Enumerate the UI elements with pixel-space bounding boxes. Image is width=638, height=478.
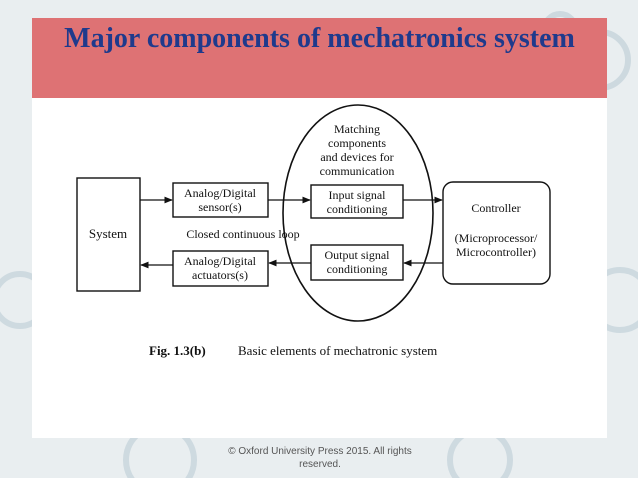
input-label-line2: conditioning bbox=[327, 202, 388, 216]
input-label-line1: Input signal bbox=[329, 188, 387, 202]
closed-loop-label: Closed continuous loop bbox=[186, 227, 299, 241]
matching-label-line3: and devices for bbox=[320, 150, 393, 164]
output-label-line2: conditioning bbox=[327, 262, 388, 276]
system-box bbox=[76, 177, 141, 292]
controller-label-line3: Microcontroller) bbox=[456, 245, 536, 259]
sensor-box bbox=[172, 182, 269, 218]
controller-box bbox=[442, 181, 551, 285]
sensor-label-line2: sensor(s) bbox=[198, 200, 241, 214]
actuator-label-line2: actuators(s) bbox=[192, 268, 248, 282]
actuator-label-line1: Analog/Digital bbox=[184, 254, 257, 268]
slide-title: Major components of mechatronics system bbox=[64, 23, 575, 54]
system-label: System bbox=[89, 226, 127, 241]
controller-label-line2: (Microprocessor/ bbox=[455, 231, 538, 245]
matching-label-line1: Matching bbox=[334, 122, 380, 136]
output-label-line1: Output signal bbox=[325, 248, 391, 262]
copyright-footer: © Oxford University Press 2015. All righ… bbox=[228, 446, 412, 470]
matching-components-ellipse bbox=[282, 104, 434, 322]
controller-label-line1: Controller bbox=[471, 201, 520, 215]
actuator-box bbox=[172, 250, 269, 287]
matching-label-line4: communication bbox=[320, 164, 395, 178]
matching-label-line2: components bbox=[328, 136, 386, 150]
figure-caption-label: Fig. 1.3(b) bbox=[149, 343, 206, 358]
output-conditioning-box bbox=[310, 244, 404, 281]
sensor-label-line1: Analog/Digital bbox=[184, 186, 257, 200]
title-banner bbox=[32, 18, 607, 98]
input-conditioning-box bbox=[310, 184, 404, 219]
figure-caption-text: Basic elements of mechatronic system bbox=[238, 343, 437, 358]
